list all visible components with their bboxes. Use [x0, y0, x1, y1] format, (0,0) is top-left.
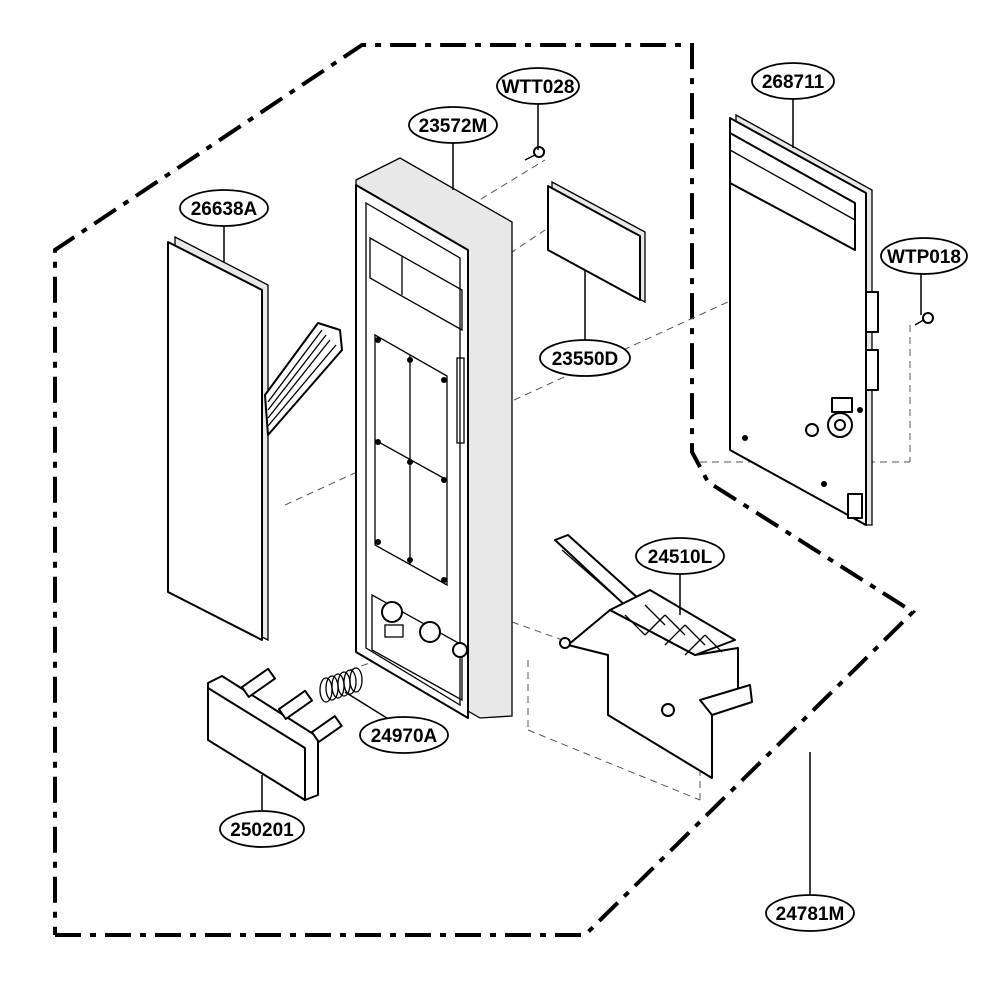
leader-lines	[223, 98, 922, 895]
svg-text:250201: 250201	[230, 820, 294, 841]
label-wtp018: WTP018	[880, 237, 968, 275]
svg-text:WTP018: WTP018	[887, 247, 961, 268]
svg-text:268711: 268711	[762, 72, 825, 93]
svg-text:WTT028: WTT028	[502, 77, 575, 98]
part-268711-pcb	[729, 113, 879, 526]
label-250201: 250201	[219, 810, 305, 848]
assembly-boundary	[53, 43, 917, 937]
svg-text:24510L: 24510L	[648, 547, 713, 568]
label-24970a: 24970A	[359, 716, 449, 754]
part-24510l-latch	[554, 534, 753, 779]
label-23550d: 23550D	[539, 339, 631, 377]
svg-text:23550D: 23550D	[552, 349, 619, 370]
label-wtt028: WTT028	[496, 67, 580, 105]
part-24970a-spring	[319, 667, 363, 703]
label-268711: 268711	[751, 62, 835, 100]
part-23550d-window	[547, 180, 646, 304]
svg-text:23572M: 23572M	[419, 116, 488, 137]
label-23572m: 23572M	[408, 106, 498, 144]
part-250201-button	[207, 667, 343, 801]
svg-text:24781M: 24781M	[776, 904, 845, 925]
svg-text:26638A: 26638A	[191, 199, 258, 220]
part-23572m-front-panel	[355, 157, 513, 719]
part-26638a-membrane	[167, 235, 343, 642]
label-26638a: 26638A	[179, 189, 269, 227]
svg-text:24970A: 24970A	[371, 726, 438, 747]
part-wtp018-screw	[914, 312, 934, 326]
part-wtt028-screw	[524, 146, 546, 161]
label-24510l: 24510L	[635, 537, 725, 575]
label-24781m: 24781M	[765, 894, 855, 932]
